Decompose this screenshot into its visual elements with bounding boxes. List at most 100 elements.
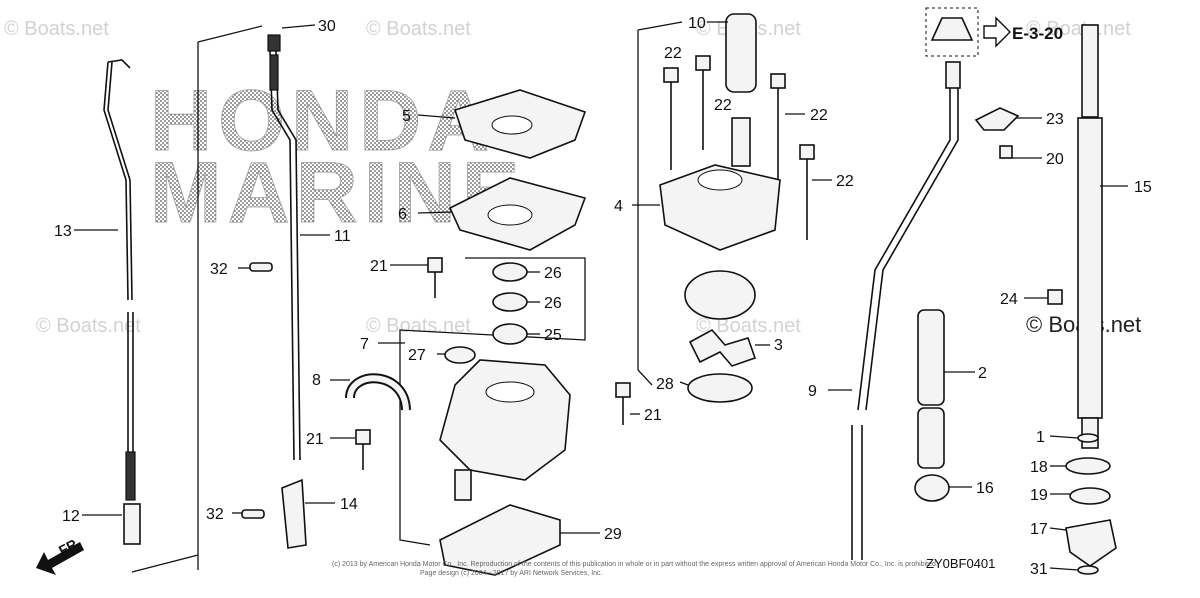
tube-2 <box>917 309 945 406</box>
callout-7: 7 <box>360 336 369 353</box>
leader-lines <box>74 21 1128 571</box>
sleeve-10 <box>725 13 757 93</box>
callout-14: 14 <box>340 496 358 513</box>
dowel-pin-32 <box>249 262 273 272</box>
bolt-21 <box>355 429 371 470</box>
cap-24 <box>1047 289 1063 305</box>
impeller-liner <box>684 270 756 320</box>
callout-2: 2 <box>978 365 987 382</box>
callout-10: 10 <box>688 15 706 32</box>
bearing-26 <box>492 292 528 312</box>
boats-net-watermarks: © Boats.net © Boats.net © Boats.net © Bo… <box>4 18 1141 337</box>
rod-joint-12 <box>123 503 141 545</box>
watermark-text: © Boats.net <box>1026 18 1131 40</box>
callout-1: 1 <box>1036 429 1045 446</box>
callout-28: 28 <box>656 376 674 393</box>
bracket-14 <box>281 478 307 549</box>
clip-23 <box>974 107 1020 131</box>
callout-21: 21 <box>644 407 662 424</box>
callout-22: 22 <box>664 45 682 62</box>
watermark-text: © Boats.net <box>4 18 109 40</box>
impeller-3 <box>688 328 757 367</box>
gear-17 <box>1065 519 1117 567</box>
callout-22: 22 <box>714 97 732 114</box>
callout-24: 24 <box>1000 291 1018 308</box>
bearing-25 <box>492 323 528 345</box>
dowel-pin-32 <box>241 509 265 519</box>
rod-9 <box>851 61 961 560</box>
bearing-27 <box>444 346 476 364</box>
callout-29: 29 <box>604 526 622 543</box>
callout-21: 21 <box>306 431 324 448</box>
o-ring-28 <box>687 373 753 403</box>
bearing-26 <box>492 262 528 282</box>
gasket-29 <box>439 504 561 576</box>
watermark-text: © Boats.net <box>36 315 141 337</box>
front-direction-marker: FR. <box>36 534 84 575</box>
grommet <box>930 17 974 41</box>
callout-16: 16 <box>976 480 994 497</box>
direction-arrow-icon <box>36 542 84 575</box>
callout-21: 21 <box>370 258 388 275</box>
callout-3: 3 <box>774 337 783 354</box>
callout-32: 32 <box>210 261 228 278</box>
callout-numbers: 1 2 3 4 5 6 7 8 9 10 11 12 13 14 15 16 1… <box>54 15 1152 578</box>
callout-22: 22 <box>836 173 854 190</box>
callout-12: 12 <box>62 508 80 525</box>
callout-13: 13 <box>54 223 72 240</box>
clip-1 <box>1077 433 1099 443</box>
callout-22: 22 <box>810 107 828 124</box>
pump-housing-7 <box>439 359 571 481</box>
diagram-code: ZY0BF0401 <box>926 556 995 571</box>
callout-26: 26 <box>544 295 562 312</box>
copyright-line-1: (c) 2013 by American Honda Motor Co., In… <box>332 561 938 568</box>
callout-8: 8 <box>312 372 321 389</box>
bolt-22 <box>663 67 679 170</box>
honda-marine-watermark: HONDA MARINE <box>150 73 520 242</box>
callout-20: 20 <box>1046 151 1064 168</box>
callout-19: 19 <box>1030 487 1048 504</box>
clip-31 <box>1077 565 1099 575</box>
drive-shaft-15 <box>1077 24 1103 449</box>
callout-23: 23 <box>1046 111 1064 128</box>
brand-watermark-line-1: HONDA <box>150 73 495 169</box>
tube-2-lower <box>917 407 945 469</box>
watermark-text: © Boats.net <box>696 315 801 337</box>
callout-11: 11 <box>334 228 351 245</box>
copyright-line-2: Page design (c) 2004 - 2017 by ARI Netwo… <box>420 570 603 577</box>
reference-arrow-icon <box>983 16 1011 48</box>
bolt-20 <box>999 145 1013 159</box>
callout-26: 26 <box>544 265 562 282</box>
bolt-22 <box>799 144 815 240</box>
bolt-21 <box>615 382 631 425</box>
shift-rod-11 <box>267 34 301 461</box>
callout-30: 30 <box>318 18 336 35</box>
callout-18: 18 <box>1030 459 1048 476</box>
nut-30 <box>267 34 281 52</box>
callout-25: 25 <box>544 327 562 344</box>
pump-tube <box>731 117 751 167</box>
washer-19 <box>1069 487 1111 505</box>
callout-15: 15 <box>1134 179 1152 196</box>
reference-label[interactable]: E-3-20 <box>1012 24 1063 43</box>
bolt-22 <box>695 55 711 150</box>
shift-rod-13 <box>103 59 141 545</box>
callout-5: 5 <box>402 108 411 125</box>
pump-case-4 <box>659 164 781 251</box>
bolt-22 <box>770 73 786 180</box>
callout-6: 6 <box>398 206 407 223</box>
washer-18 <box>1065 457 1111 475</box>
watermark-text: © Boats.net <box>366 18 471 40</box>
callout-27: 27 <box>408 347 426 364</box>
joint-16 <box>914 474 950 502</box>
callout-4: 4 <box>614 198 623 215</box>
housing-tube <box>454 469 472 501</box>
callout-31: 31 <box>1030 561 1048 578</box>
callout-32: 32 <box>206 506 224 523</box>
callout-9: 9 <box>808 383 817 400</box>
callout-17: 17 <box>1030 521 1048 538</box>
bolt-21 <box>427 257 443 298</box>
watermark-text: © Boats.net <box>366 315 471 337</box>
